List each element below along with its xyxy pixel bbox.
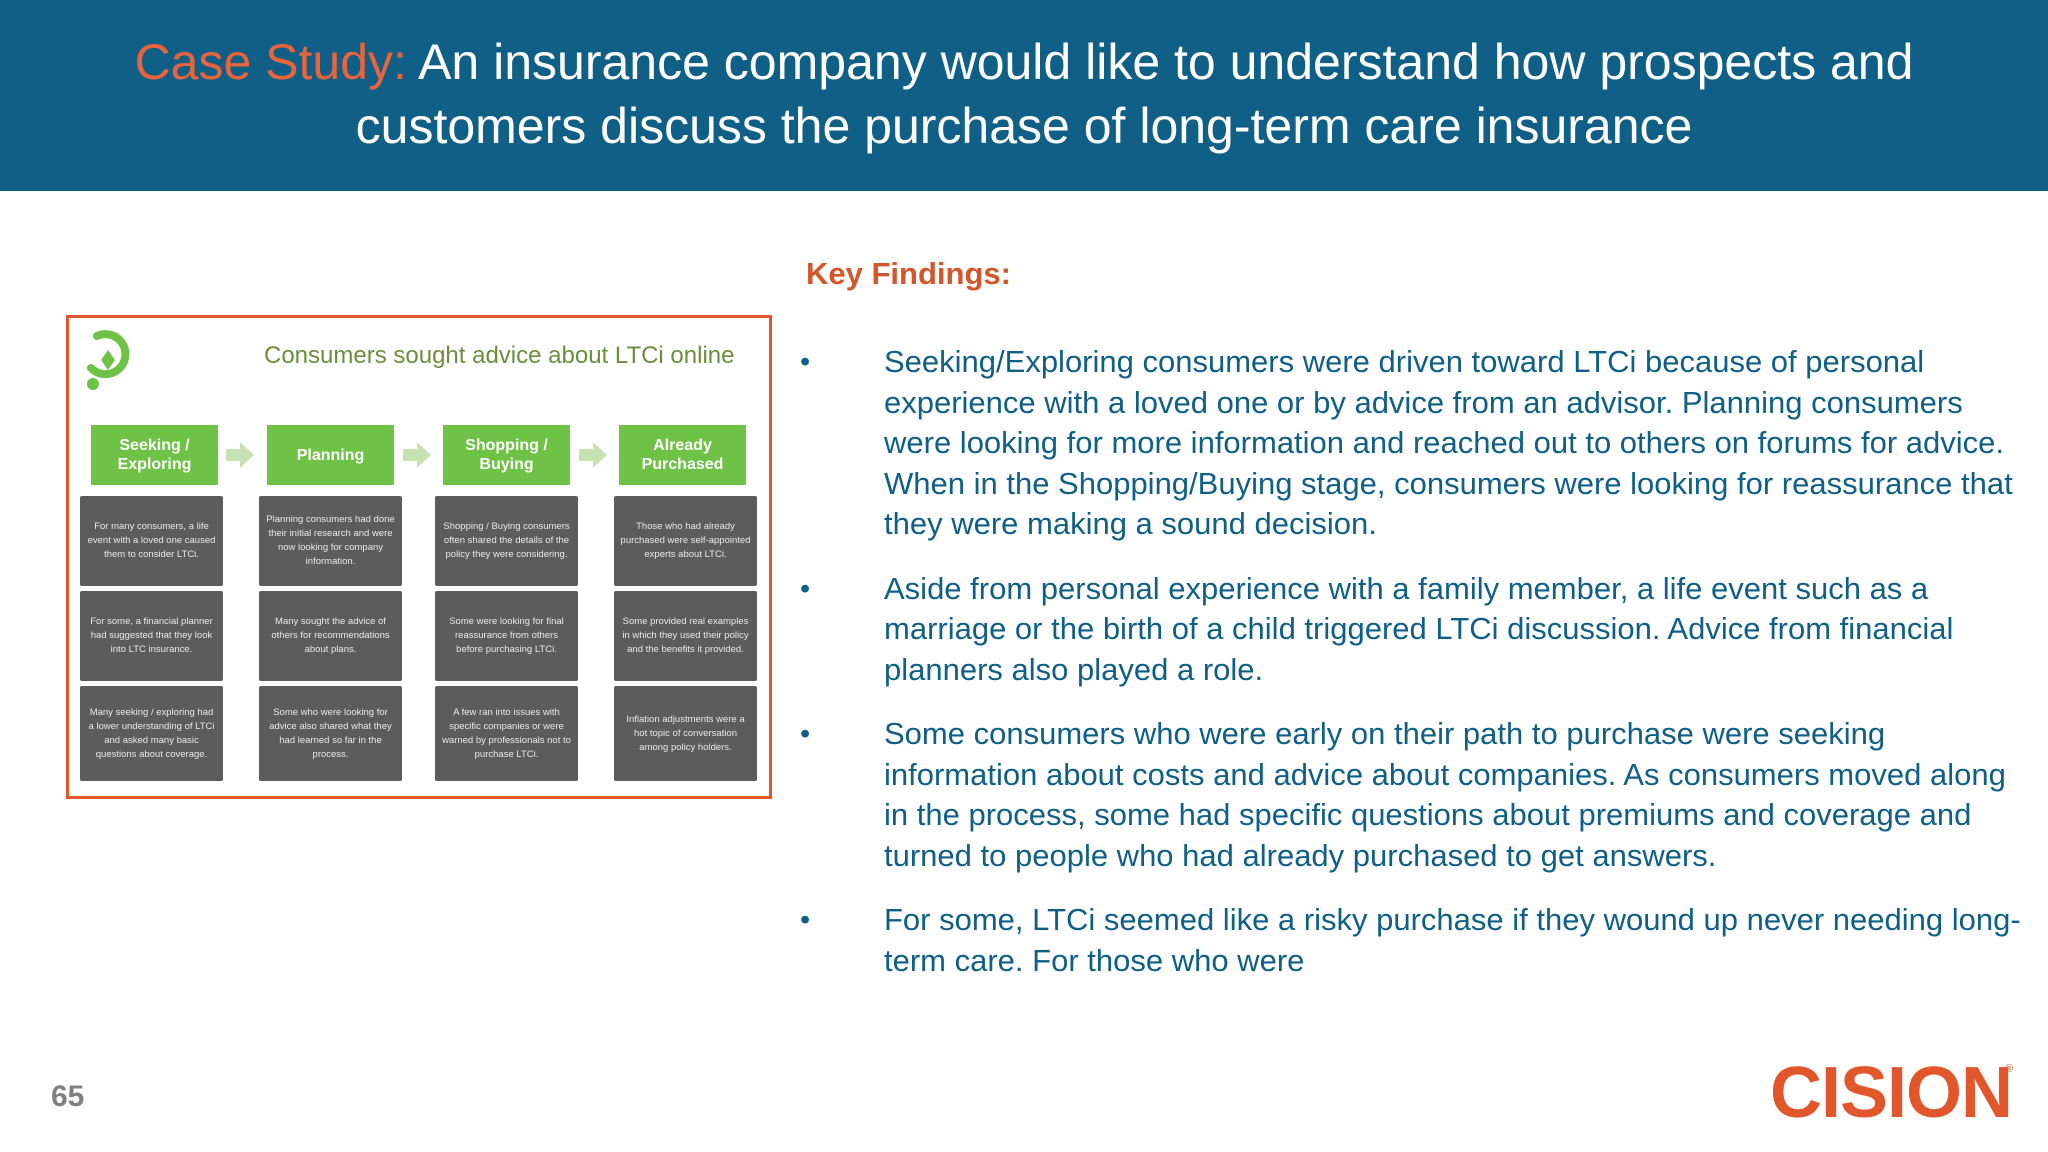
stage-planning: Planning (267, 425, 394, 485)
bullet-icon: • (800, 904, 811, 936)
list-item: • Aside from personal experience with a … (800, 569, 2030, 691)
card-text: Inflation adjustments were a hot topic o… (614, 686, 757, 781)
stage-purchased: Already Purchased (619, 425, 746, 485)
bullet-icon: • (800, 718, 811, 750)
card-text: A few ran into issues with specific comp… (435, 686, 578, 781)
brand-logo: CISION (1770, 1053, 2013, 1133)
key-findings-heading: Key Findings: (806, 256, 1011, 291)
card-text: For many consumers, a life event with a … (80, 496, 223, 586)
stage-seeking: Seeking / Exploring (91, 425, 218, 485)
arrow-right-icon (403, 442, 431, 468)
arrow-right-icon (226, 442, 254, 468)
logo-mark-icon (87, 330, 130, 390)
header-banner: Case Study: An insurance company would l… (0, 0, 2048, 191)
stage-shopping: Shopping / Buying (443, 425, 570, 485)
list-item: • Seeking/Exploring consumers were drive… (800, 342, 2030, 545)
bullet-icon: • (800, 572, 811, 605)
slide-title: Case Study: An insurance company would l… (60, 30, 1988, 158)
page-number: 65 (51, 1080, 85, 1113)
card-text: For some, a financial planner had sugges… (80, 591, 223, 681)
list-item: • Some consumers who were early on their… (800, 714, 2030, 876)
journey-figure: Consumers sought advice about LTCi onlin… (66, 315, 772, 799)
finding-text: Seeking/Exploring consumers were driven … (884, 344, 2013, 541)
registered-mark: ® (2005, 1063, 2014, 1075)
card-text: Planning consumers had done their initia… (259, 496, 402, 586)
title-text: An insurance company would like to under… (355, 34, 1914, 154)
finding-text: Aside from personal experience with a fa… (884, 570, 1954, 687)
list-item: • For some, LTCi seemed like a risky pur… (800, 900, 2030, 981)
finding-text: For some, LTCi seemed like a risky purch… (884, 902, 2021, 978)
figure-title: Consumers sought advice about LTCi onlin… (264, 342, 735, 369)
card-text: Many seeking / exploring had a lower und… (80, 686, 223, 781)
bullet-icon: • (800, 346, 811, 378)
card-text: Some were looking for final reassurance … (435, 591, 578, 681)
card-text: Many sought the advice of others for rec… (259, 591, 402, 681)
findings-list: • Seeking/Exploring consumers were drive… (800, 342, 2030, 1005)
card-text: Some provided real examples in which the… (614, 591, 757, 681)
card-text: Shopping / Buying consumers often shared… (435, 496, 578, 586)
arrow-right-icon (579, 442, 607, 468)
card-text: Some who were looking for advice also sh… (259, 686, 402, 781)
card-text: Those who had already purchased were sel… (614, 496, 757, 586)
finding-text: Some consumers who were early on their p… (884, 716, 2006, 873)
title-accent: Case Study: (134, 34, 407, 90)
